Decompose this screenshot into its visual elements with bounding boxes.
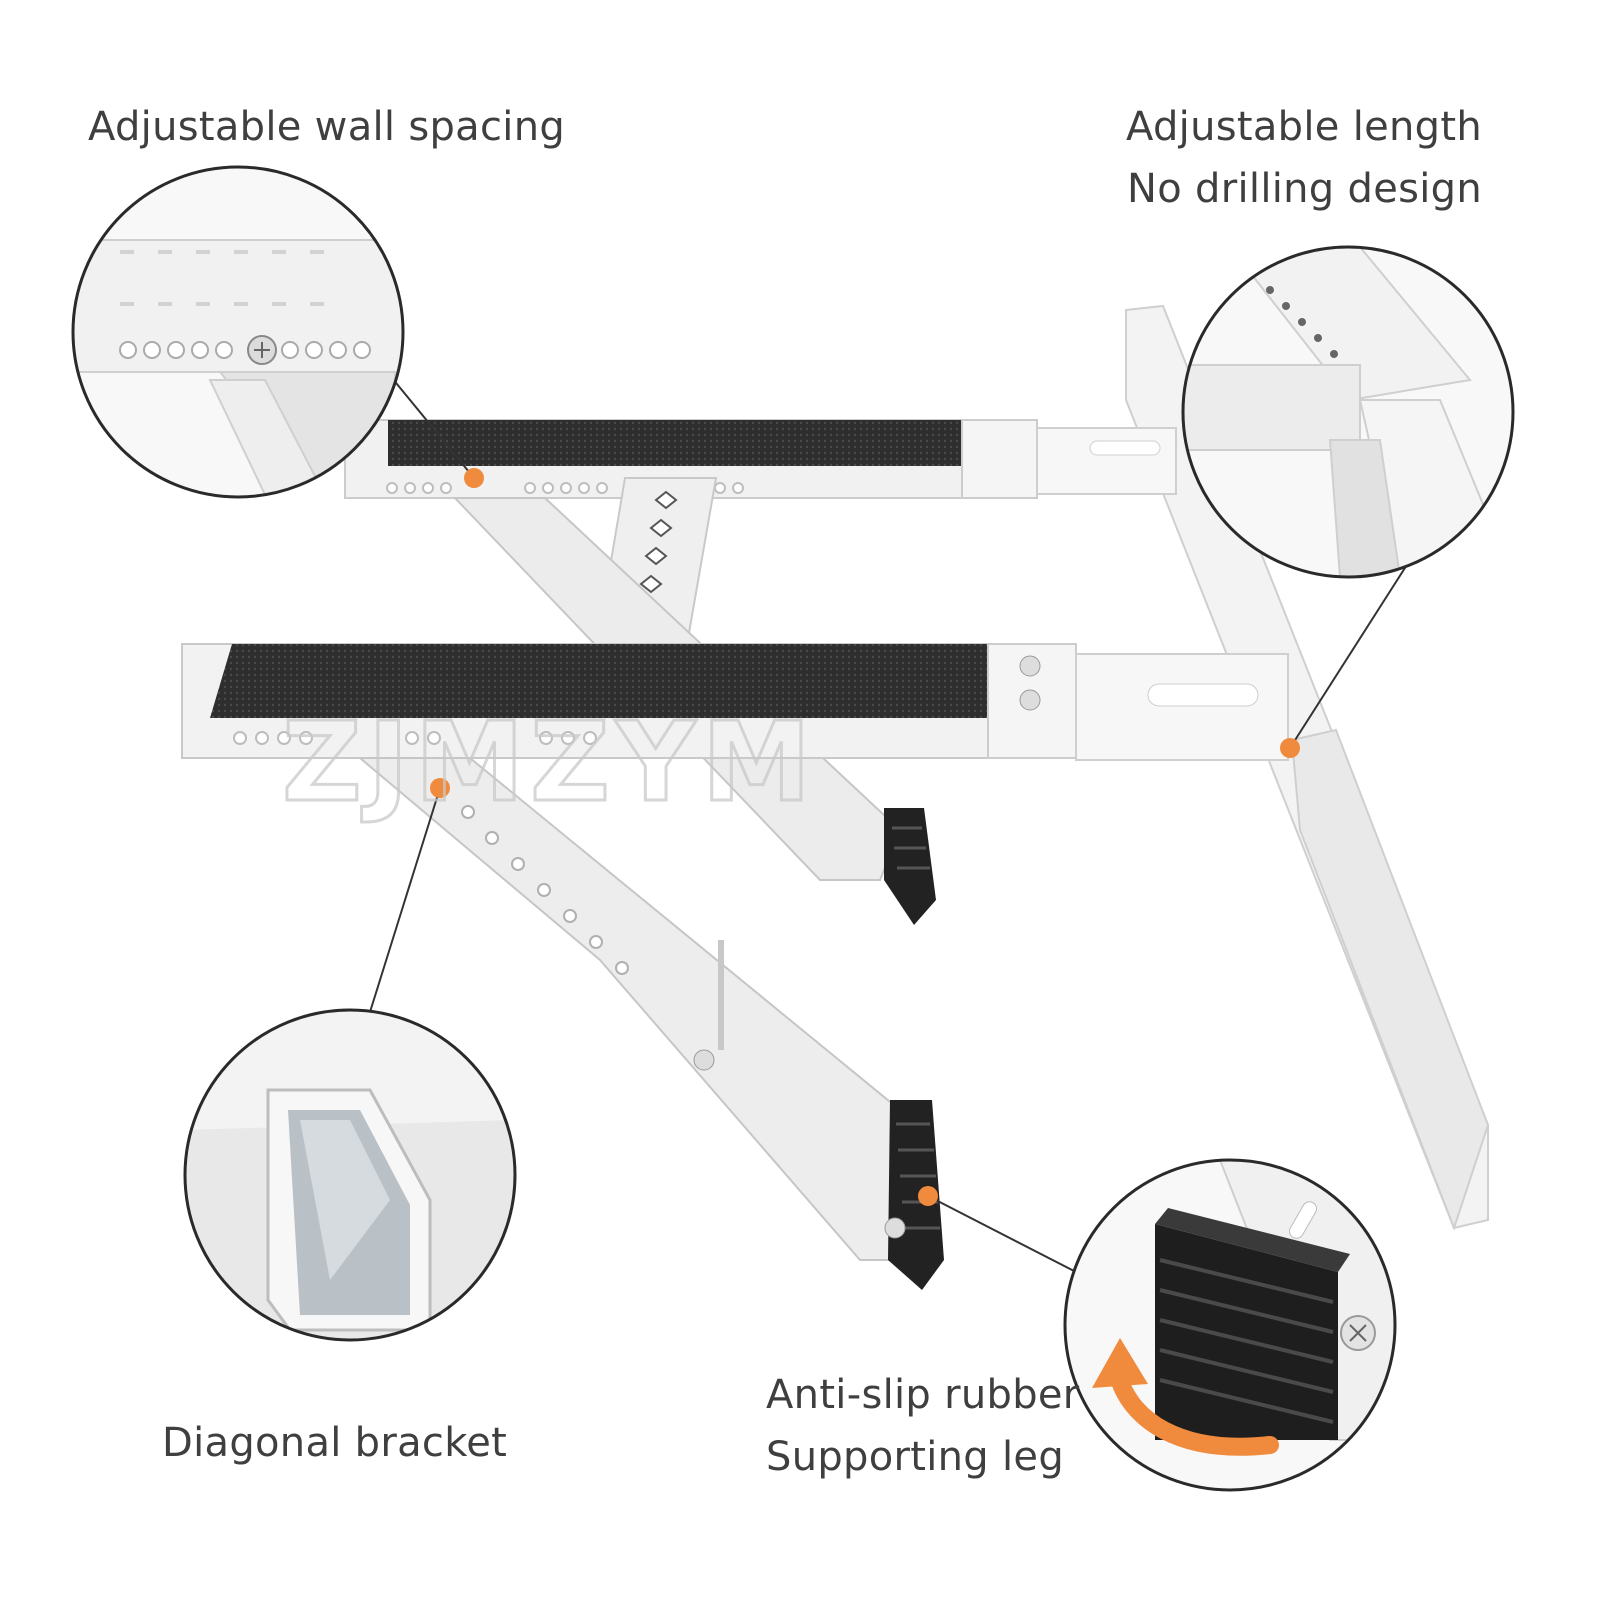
label-line: Anti-slip rubber [766,1372,1080,1418]
label-line: No drilling design [1127,166,1482,212]
label-adjustable-length: Adjustable length No drilling design [1126,96,1482,220]
wall-support-bar [1125,304,1490,1231]
upper-bracket-arm [344,419,1177,499]
zoom-circle-wall-spacing [71,165,405,499]
zoom-circle-diagonal [183,1008,517,1342]
callout-dots [430,468,1300,1206]
screw-icon [247,335,277,365]
curved-arrow-icon [1092,1338,1279,1456]
callout-dot-diagonal [430,778,450,798]
label-anti-slip-rubber: Anti-slip rubber Supporting leg [766,1364,1080,1488]
label-line: Supporting leg [766,1434,1065,1480]
label-line: Adjustable length [1126,104,1482,150]
leader-lines [369,377,1411,1273]
callout-dot-length [1280,738,1300,758]
label-line: Adjustable wall spacing [88,104,566,150]
lower-bracket-arm [181,643,1289,761]
screw-icon [1340,1315,1376,1351]
label-adjustable-wall-spacing: Adjustable wall spacing [88,96,565,158]
lower-diagonal-strut [357,757,944,1290]
label-line: Diagonal bracket [162,1420,508,1466]
label-diagonal-bracket: Diagonal bracket [162,1412,507,1474]
callout-dot-wall [464,468,484,488]
zoom-circle-length [1181,245,1515,579]
watermark: ZJMZYM [282,698,817,826]
callout-dot-rubber [918,1186,938,1206]
zoom-circle-rubber [1063,1158,1397,1492]
